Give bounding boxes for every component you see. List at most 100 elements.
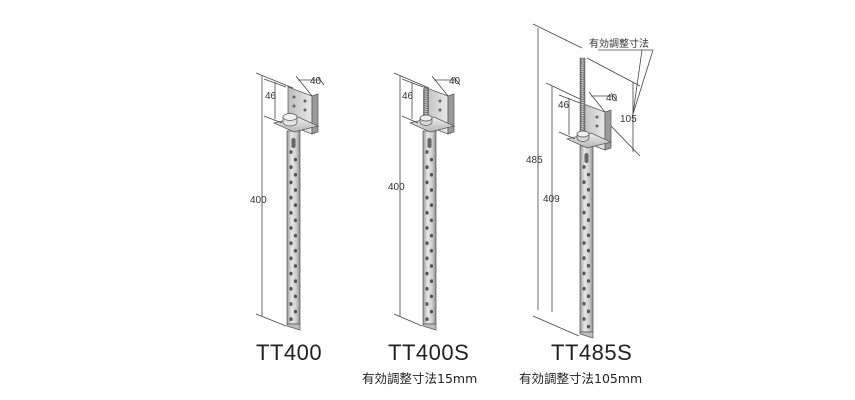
rod-thread [423,96,429,99]
rod-thread [579,63,586,65]
strap-hole [293,279,298,284]
strap-hole [586,233,591,238]
rod-thread [579,80,586,83]
tt400-strap-holes [289,138,298,322]
rod-thread [579,82,586,85]
strap-hole [425,256,429,261]
strap-hole [293,248,298,253]
rod-thread [579,85,586,87]
rod-thread [579,111,586,114]
strap-hole [586,248,591,253]
strap-hole [586,172,591,177]
model-name-tt485s: TT485S [551,340,633,365]
tt400s-bracket-height-label: 46 [402,91,414,102]
rod-thread [423,111,429,114]
tt485s-hardware [565,57,613,339]
strap-hole [582,195,586,200]
strap-hole [586,187,591,192]
strap-hole [293,188,298,192]
strap-hole [289,180,293,185]
tt400s-hardware [408,86,456,331]
tt400s-dimension-lines [393,72,461,327]
rod-thread [579,74,586,76]
strap-hole [582,180,586,185]
adjustment-note-tt485s: 有効調整寸法105mm [519,371,643,386]
rod-thread [579,60,586,63]
rod-thread [579,76,586,79]
strap-hole [429,233,434,238]
rod-thread [423,100,429,103]
strap-hole [429,248,434,253]
strap-hole [425,226,429,230]
strap-hole [293,294,298,299]
rod-thread [579,67,586,70]
strap-hole [582,225,586,230]
tt400-strap-end [286,323,301,331]
rod-thread [579,120,586,123]
strap-hole [586,294,591,299]
strap-hole [425,150,429,154]
adjustment-note-tt400s: 有効調整寸法15mm [362,371,478,386]
strap-hole [289,271,293,276]
strap-hole [586,309,591,314]
strap-hole [586,218,591,223]
strap-hole [289,286,293,291]
strap-hole [429,294,434,299]
strap-hole [289,195,293,200]
rod-thread [423,105,429,107]
strap-hole [429,188,434,192]
strap-hole [586,203,591,207]
rod-thread [579,93,586,96]
tt400-dimension-lines [255,72,325,327]
tt485s-strap [579,145,594,333]
strap-hole [293,309,298,314]
strap-hole [586,324,591,329]
strap-hole [425,302,429,306]
strap-hole [425,271,429,276]
rod-thread [579,102,586,105]
strap-hole [293,157,298,162]
rod-thread [579,69,586,72]
rod-thread [579,98,586,101]
tt400s-strap [422,130,437,325]
strap-hole [289,226,293,230]
strap-hole [425,165,429,170]
rod-thread [423,102,429,105]
strap-slot [427,138,432,148]
rod-thread [423,107,429,110]
strap-hole [582,301,586,306]
model-name-tt400s: TT400S [388,340,470,365]
strap-hole [582,271,586,276]
rod-thread [579,58,586,61]
rod-thread [423,98,429,101]
tt485s-strap-holes [582,153,591,329]
tt485s-width-label: 40 [606,93,618,104]
strap-hole [289,241,293,246]
strap-slot [584,153,589,163]
strap-hole [289,165,293,170]
rod-thread [579,115,586,118]
strap-hole [289,210,293,215]
strap-hole [425,210,429,215]
tt400s-length-label: 400 [388,182,405,193]
rod-thread [579,129,586,131]
strap-hole [289,317,293,322]
rod-thread [579,78,586,81]
strap-hole [293,203,298,208]
rod-thread [579,126,586,129]
rod-thread [579,87,586,90]
rod-thread [579,100,586,103]
strap-hole [429,218,434,223]
tt485s-length-label: 409 [543,194,560,205]
strap-hole [293,218,298,223]
tt485s-adjust-callout: 有効調整寸法 [589,37,649,50]
rod-thread [579,96,586,98]
rod-thread [579,89,586,92]
strap-hole [586,279,591,283]
rod-thread [579,118,586,120]
tt400-hardware [272,86,320,331]
rod-thread [423,94,429,96]
tt485s-total-length-label: 485 [526,155,543,166]
tt400s-width-label: 40 [449,76,461,87]
